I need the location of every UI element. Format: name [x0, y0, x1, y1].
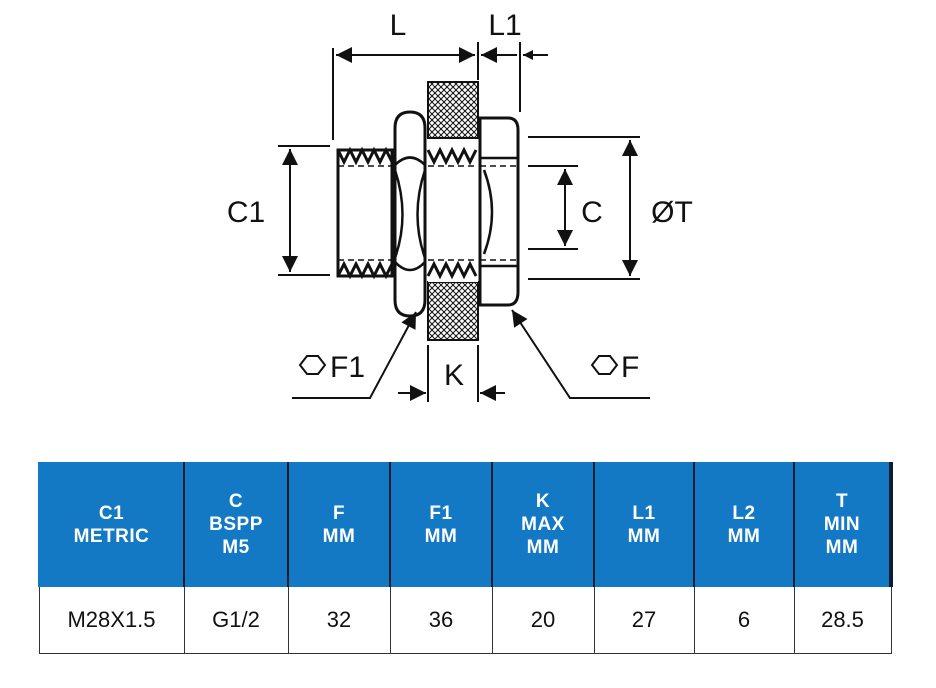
dimension-c — [528, 165, 578, 250]
header-line: K — [535, 491, 551, 512]
label-k: K — [444, 359, 464, 392]
hex-icon-f1 — [298, 355, 327, 375]
label-c: C — [581, 196, 603, 229]
dimension-l1 — [481, 42, 548, 112]
cell-c1: M28X1.5 — [38, 587, 185, 654]
label-l: L — [390, 9, 407, 42]
header-line: F1 — [429, 502, 453, 524]
header-line: MM — [825, 537, 859, 558]
cell-f1: 36 — [389, 587, 493, 654]
header-line: MM — [627, 525, 661, 547]
label-f: F — [621, 351, 639, 384]
cell-k: 20 — [491, 587, 595, 654]
cell-t: 28.5 — [793, 587, 892, 654]
header-line: METRIC — [73, 525, 150, 547]
header-line: L2 — [732, 502, 756, 524]
label-c1: C1 — [227, 196, 265, 229]
cell-f: 32 — [287, 587, 391, 654]
hex-nut-f1 — [393, 110, 427, 318]
header-line: L1 — [632, 502, 656, 524]
label-l1: L1 — [488, 9, 521, 42]
header-line: MAX — [521, 514, 565, 535]
header-line: F — [332, 502, 346, 524]
thread-c1 — [336, 146, 400, 280]
thread-through-panel — [426, 140, 478, 282]
cell-c: G1/2 — [183, 587, 289, 654]
header-line: BSPP — [209, 514, 263, 535]
header-line: MIN — [823, 514, 861, 535]
header-line: MM — [526, 537, 560, 558]
header-line: M5 — [222, 537, 250, 558]
leader-f — [511, 309, 650, 399]
header-line: C — [228, 491, 244, 512]
dimension-t — [528, 136, 640, 280]
label-t: ØT — [651, 196, 693, 229]
dimension-k — [398, 345, 505, 402]
table-row: M28X1.5 G1/2 32 36 20 27 6 28.5 — [38, 587, 892, 654]
hex-icon-f — [590, 355, 619, 375]
fitting-drawing: L L1 C1 C ØT K F1 — [227, 9, 693, 402]
hex-nut-f — [478, 116, 520, 307]
leader-f1 — [292, 311, 417, 399]
panel-wall — [427, 81, 479, 341]
cell-l1: 27 — [593, 587, 695, 654]
header-line: MM — [727, 525, 761, 547]
header-line: MM — [322, 525, 356, 547]
label-f1: F1 — [330, 351, 365, 384]
cell-l2: 6 — [693, 587, 795, 654]
header-line: T — [835, 491, 849, 512]
dimension-c1 — [278, 145, 330, 276]
dimension-l — [332, 42, 479, 140]
header-line: MM — [424, 525, 458, 547]
header-line: C1 — [98, 502, 125, 524]
